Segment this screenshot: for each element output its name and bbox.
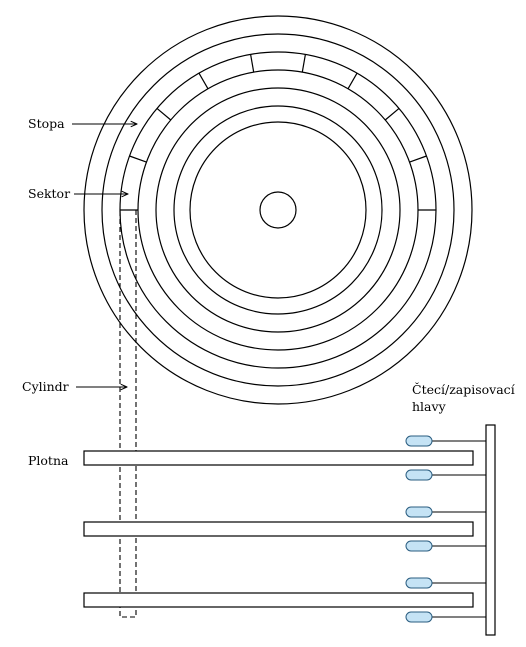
track-outer-1 bbox=[83, 15, 473, 405]
platter-3 bbox=[83, 592, 474, 608]
sector-divider bbox=[198, 72, 209, 90]
sector-dividers bbox=[120, 54, 436, 211]
read-write-head bbox=[405, 435, 433, 447]
label-heads-line2: hlavy bbox=[412, 399, 447, 414]
read-write-head bbox=[405, 577, 433, 589]
track-inner-2 bbox=[173, 105, 383, 315]
sector-divider bbox=[301, 54, 306, 73]
cylinder-outline bbox=[119, 209, 137, 618]
track-outer-2 bbox=[101, 33, 455, 387]
platters bbox=[83, 450, 474, 608]
sector-divider bbox=[384, 107, 400, 121]
sector-divider bbox=[250, 54, 255, 73]
sector-divider bbox=[129, 155, 147, 163]
track-outer-3 bbox=[119, 51, 437, 369]
label-arrows bbox=[72, 124, 137, 387]
platter-1 bbox=[83, 450, 474, 466]
label-heads-line1: Čtecí/zapisovací bbox=[412, 381, 516, 397]
platter-2 bbox=[83, 521, 474, 537]
label-cylindr: Cylindr bbox=[22, 379, 69, 394]
sector-divider bbox=[409, 155, 427, 163]
label-plotna: Plotna bbox=[28, 453, 69, 468]
track-inner-1 bbox=[155, 87, 401, 333]
read-write-head bbox=[405, 506, 433, 518]
sector-divider bbox=[156, 107, 172, 121]
sector-ring-inner bbox=[137, 69, 419, 351]
spindle-hole bbox=[259, 191, 297, 229]
label-stopa: Stopa bbox=[28, 116, 65, 131]
sector-divider bbox=[347, 72, 358, 90]
read-write-head bbox=[405, 469, 433, 481]
head-carriage bbox=[485, 424, 496, 636]
track-inner-3 bbox=[189, 121, 367, 299]
label-sektor: Sektor bbox=[28, 186, 70, 201]
read-write-head bbox=[405, 540, 433, 552]
disk-tracks bbox=[83, 15, 473, 405]
read-write-head bbox=[405, 611, 433, 623]
read-write-heads bbox=[405, 435, 486, 623]
